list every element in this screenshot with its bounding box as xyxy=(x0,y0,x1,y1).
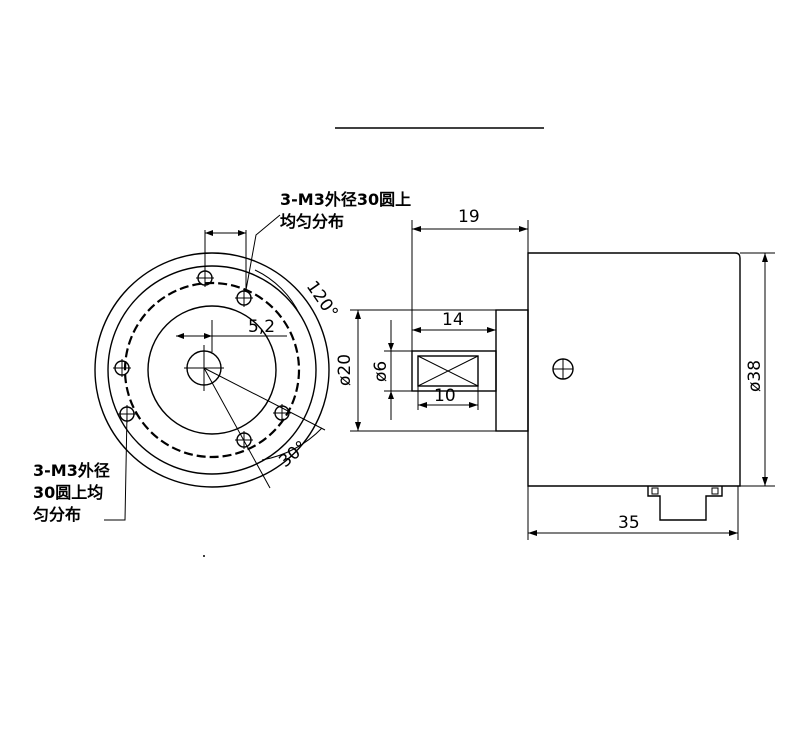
dim-120-deg: 120° xyxy=(302,277,342,322)
dim-dia-6: ø6 xyxy=(371,361,391,382)
angle-leader xyxy=(203,367,271,489)
dim-dia-20: ø20 xyxy=(335,354,355,386)
dim-10: 10 xyxy=(434,386,456,406)
outer-flange-circle xyxy=(94,252,330,488)
note-line: 匀分布 xyxy=(33,505,82,524)
flange-boss xyxy=(495,309,529,432)
angle-leader xyxy=(203,367,326,431)
shaft xyxy=(411,350,497,392)
bolt-circle xyxy=(123,281,301,459)
dim-35: 35 xyxy=(618,513,640,533)
encoder-body xyxy=(527,252,741,487)
note-line: 3-M3外径30圆上 xyxy=(280,190,412,209)
note-line: 3-M3外径 xyxy=(33,461,110,480)
front-view: 5,2 120° 30° xyxy=(94,214,342,521)
side-view: 19 14 10 ø20 ø6 xyxy=(335,207,775,540)
boss-circle xyxy=(147,305,277,435)
note-line: 均匀分布 xyxy=(280,212,345,231)
dim-dia-38: ø38 xyxy=(745,360,765,392)
dim-14: 14 xyxy=(442,310,464,330)
body-circle xyxy=(107,265,317,475)
angle-arc-30 xyxy=(261,427,323,461)
stray-dot xyxy=(203,555,205,557)
top-hole-note: 3-M3外径30圆上 均匀分布 xyxy=(280,189,411,233)
dim-5-2: 5,2 xyxy=(248,317,275,337)
connector xyxy=(647,486,723,521)
coupling xyxy=(417,355,479,387)
left-hole-note: 3-M3外径 30圆上均 匀分布 xyxy=(33,460,110,526)
dim-19: 19 xyxy=(458,207,480,227)
angle-arc-120 xyxy=(254,269,301,316)
note-line: 30圆上均 xyxy=(33,483,104,502)
left-note-leader xyxy=(104,413,128,521)
top-note-leader xyxy=(245,214,281,291)
